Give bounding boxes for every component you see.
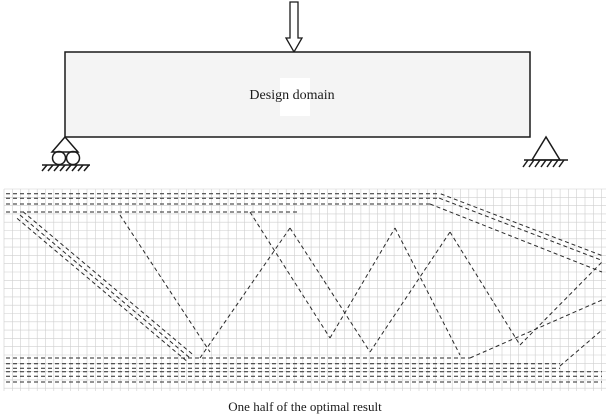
structure-member	[394, 227, 461, 356]
domain-label-backdrop	[280, 78, 310, 116]
structure-member	[22, 211, 194, 355]
structure-member	[199, 227, 291, 359]
mesh-lines	[3, 188, 606, 391]
design-domain-label: Design domain	[249, 88, 335, 103]
structure-member	[449, 231, 521, 346]
result-structure	[6, 193, 603, 383]
structure-member	[440, 193, 603, 257]
structure-member	[439, 197, 602, 261]
structure-member	[19, 214, 191, 359]
pin-support-icon	[522, 135, 568, 168]
figure-caption: One half of the optimal result	[228, 399, 382, 414]
down-arrow-icon	[284, 1, 304, 54]
structure-member	[519, 261, 603, 346]
structure-member	[289, 227, 371, 353]
result-mesh-grid	[3, 188, 606, 391]
roller-support-icon	[41, 135, 90, 172]
structure-member	[329, 227, 396, 339]
structure-member	[369, 231, 451, 353]
structure-member	[429, 203, 603, 273]
structure-member	[119, 214, 211, 353]
structure-member	[249, 211, 331, 339]
structure-member	[16, 218, 188, 362]
structure-member	[559, 329, 603, 367]
